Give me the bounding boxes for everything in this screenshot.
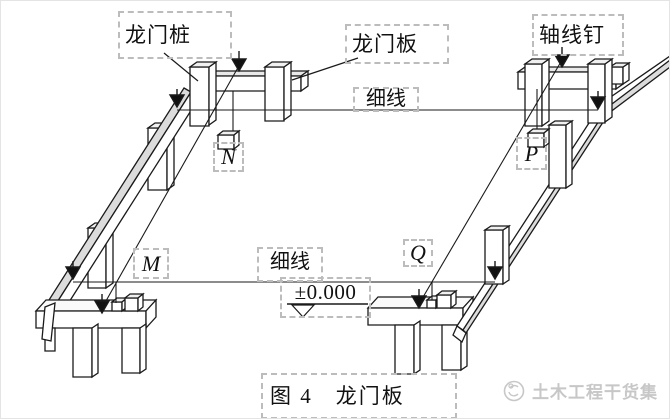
- right-side-rail: [452, 55, 669, 344]
- watermark-logo-icon: [503, 380, 525, 401]
- plumb-n: [216, 91, 241, 151]
- label-gantry-post-text: 龙门桩: [125, 22, 191, 47]
- level-mark-text: ±0.000: [294, 280, 357, 304]
- front-left-cleats: [110, 292, 145, 313]
- level-symbol: [287, 303, 368, 318]
- nail-markers: [64, 47, 607, 315]
- label-thin-line-bottom: 细线: [257, 247, 323, 282]
- label-point-m: M: [133, 248, 169, 279]
- label-gantry-post: 龙门桩: [118, 11, 232, 59]
- point-n-text: N: [221, 144, 236, 169]
- watermark: 土木工程干货集: [502, 378, 658, 403]
- label-point-p: P: [516, 137, 547, 170]
- back-left-batter-board: [187, 60, 311, 127]
- point-q-text: Q: [410, 240, 426, 265]
- label-point-q: Q: [403, 239, 433, 267]
- figure-caption-text: 图 4 龙门板: [270, 383, 405, 408]
- label-axis-nail-text: 轴线钉: [539, 22, 605, 47]
- label-gantry-board-text: 龙门板: [352, 31, 418, 56]
- point-p-text: P: [524, 140, 539, 166]
- figure-caption: 图 4 龙门板: [261, 373, 457, 418]
- watermark-text: 土木工程干货集: [532, 383, 658, 402]
- front-right-cleats: [425, 289, 458, 310]
- label-thin-line-bottom-text: 细线: [270, 251, 310, 273]
- label-gantry-board: 龙门板: [345, 24, 449, 64]
- label-axis-nail: 轴线钉: [532, 14, 624, 56]
- left-rail-end: [41, 301, 56, 342]
- point-m-text: M: [141, 250, 161, 276]
- label-point-n: N: [213, 142, 244, 172]
- right-rail-post-1: [546, 119, 575, 190]
- label-thin-line-top-text: 细线: [366, 88, 406, 110]
- label-thin-line-top: 细线: [353, 87, 419, 112]
- label-level-mark: ±0.000: [280, 277, 371, 318]
- back-right-batter-board: [515, 57, 632, 128]
